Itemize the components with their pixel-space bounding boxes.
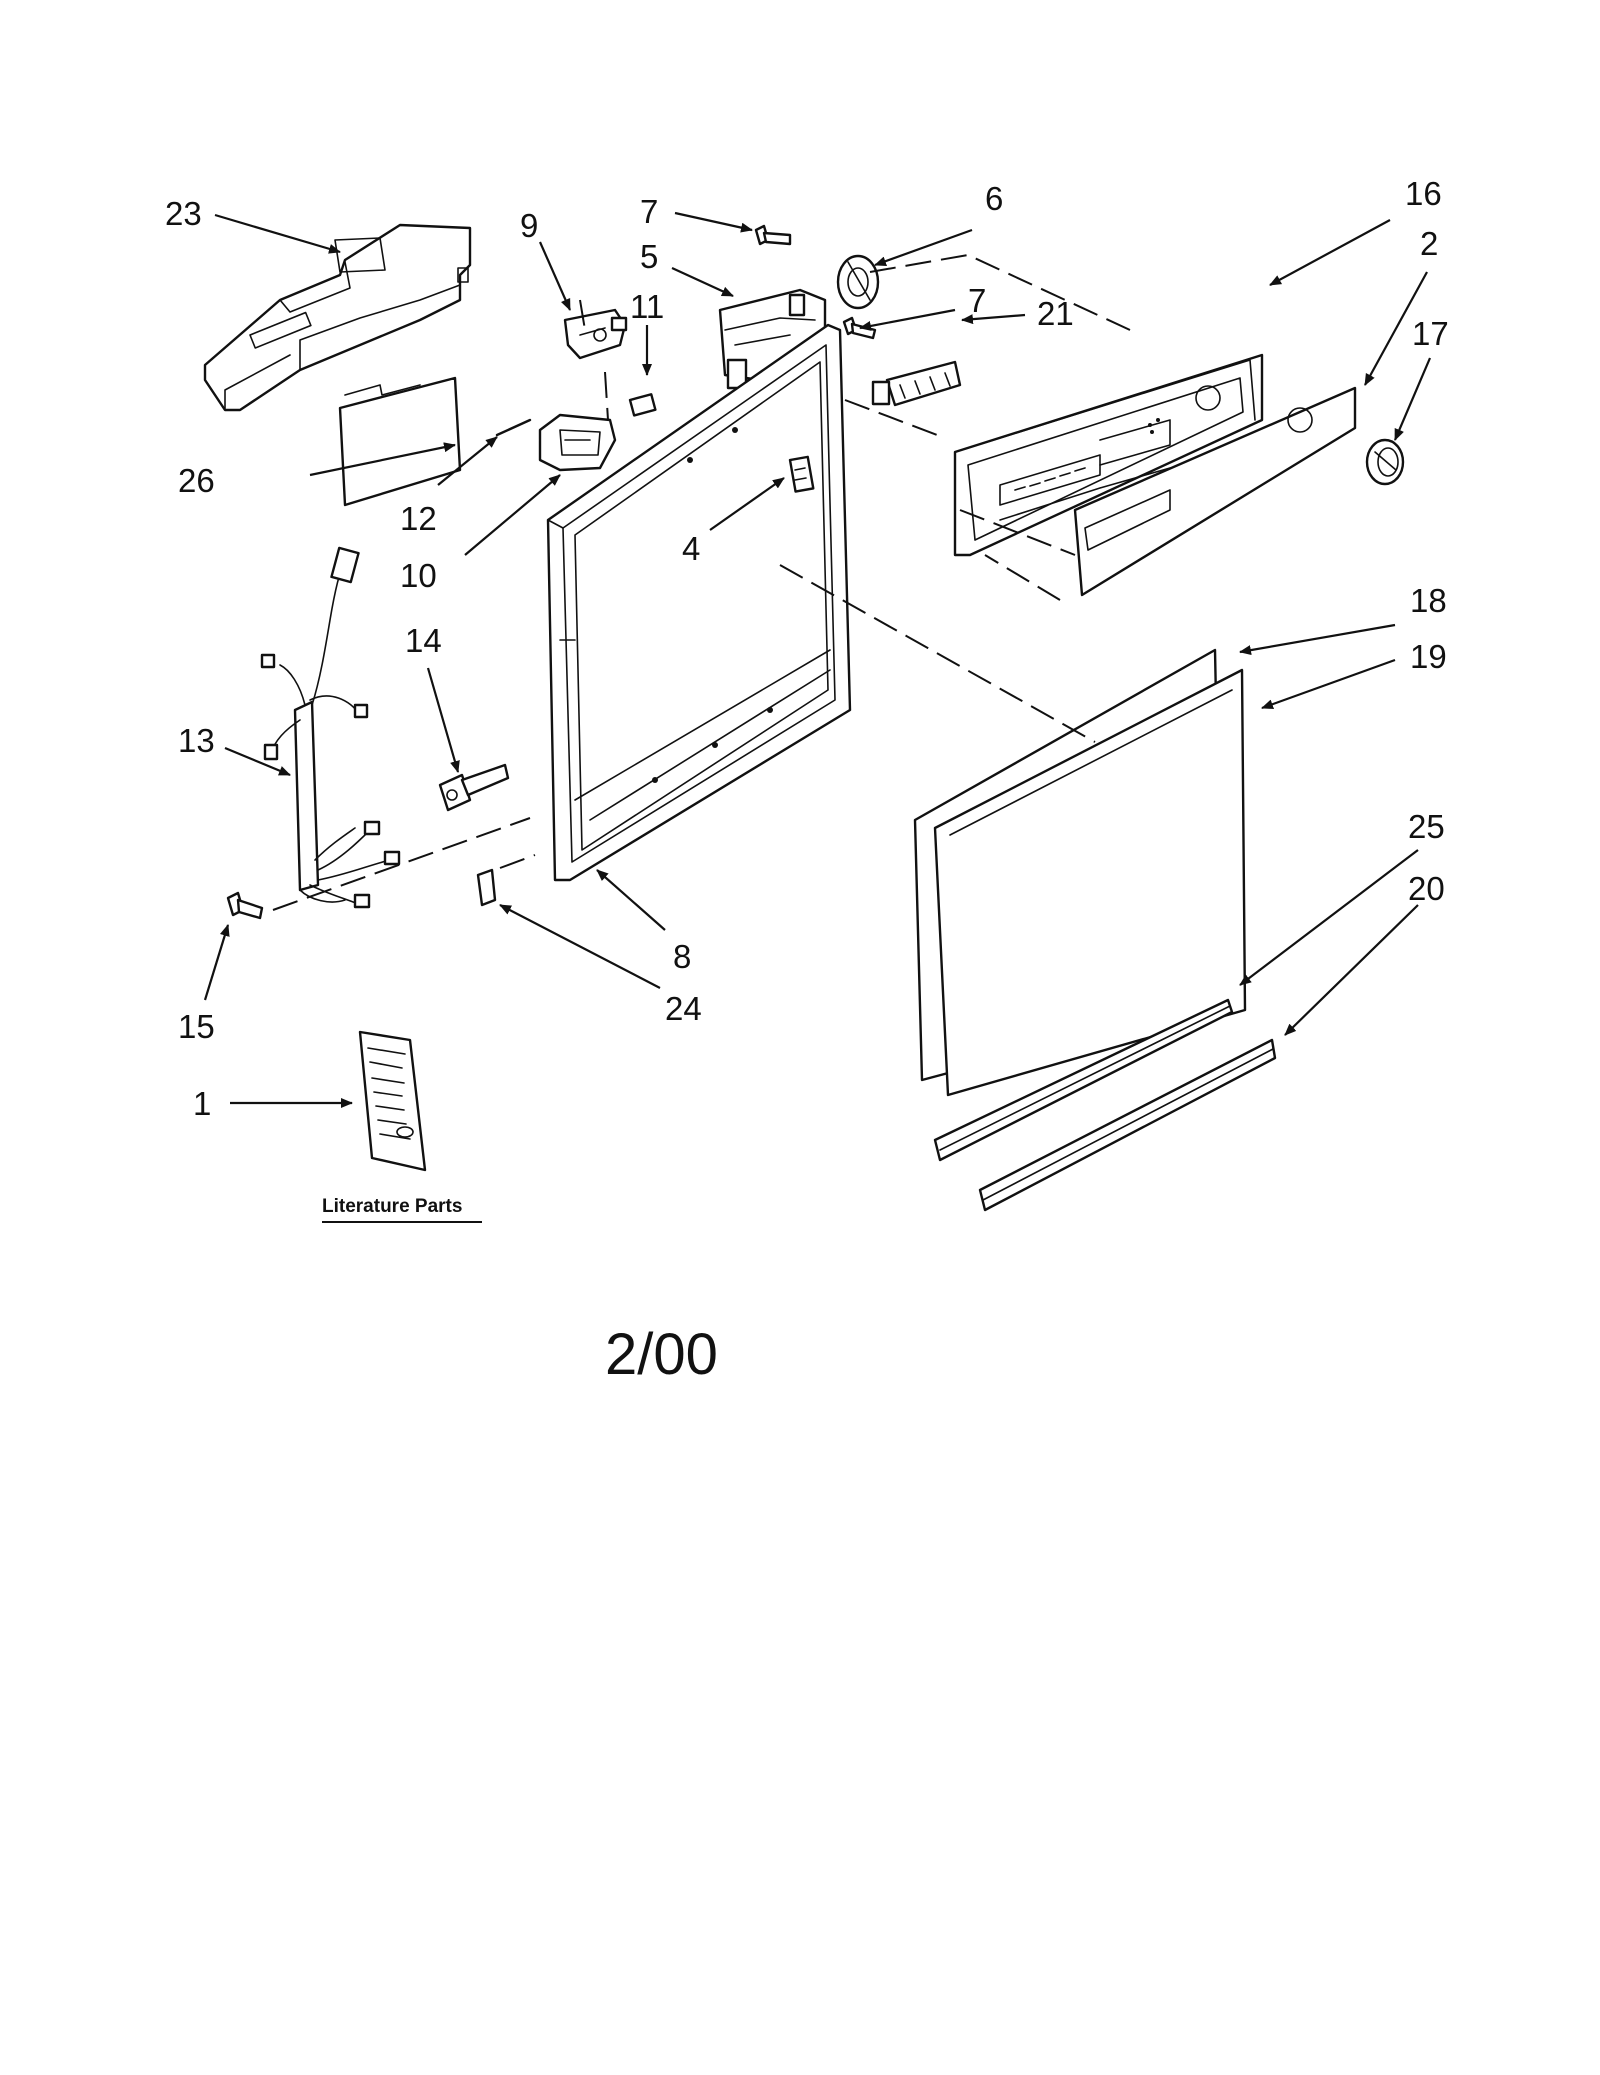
- callout-10: 10: [400, 557, 437, 594]
- callout-14: 14: [405, 622, 442, 659]
- callout-13: 13: [178, 722, 215, 759]
- part-9-latch: [563, 308, 628, 360]
- part-8-door-frame: [546, 323, 852, 882]
- callout-18: 18: [1410, 582, 1447, 619]
- part-24-clip: [476, 868, 497, 907]
- callout-16: 16: [1405, 175, 1442, 212]
- part-17-knob: [1365, 438, 1405, 486]
- callout-20: 20: [1408, 870, 1445, 907]
- callout-9: 9: [520, 207, 538, 244]
- callout-5: 5: [640, 238, 658, 275]
- part-6-dial: [836, 254, 880, 310]
- part-25-trim-strip: [933, 998, 1234, 1162]
- callout-labels: 23 9 7 6 16 5 2 11 7 17 21 26 12 4 10 18…: [165, 175, 1449, 1122]
- part-19-door-panel-front: [933, 668, 1247, 1097]
- part-12-pin: [495, 418, 532, 437]
- callout-6: 6: [985, 180, 1003, 217]
- callout-4: 4: [682, 530, 700, 567]
- part-10-latch-housing: [538, 413, 617, 472]
- part-14-switch: [438, 763, 510, 812]
- callout-25: 25: [1408, 808, 1445, 845]
- literature-parts-label: Literature Parts: [322, 1196, 462, 1217]
- callout-8: 8: [673, 938, 691, 975]
- callout-17: 17: [1412, 315, 1449, 352]
- part-23-console-housing: [203, 223, 472, 412]
- callout-26: 26: [178, 462, 215, 499]
- literature-parts-label-group: Literature Parts: [322, 1196, 482, 1223]
- callout-19: 19: [1410, 638, 1447, 675]
- part-7-screw-lower: [842, 316, 877, 340]
- part-13-wire-harness: [260, 546, 401, 909]
- callout-2: 2: [1420, 225, 1438, 262]
- part-2-overlay: [1073, 386, 1357, 597]
- callout-1: 1: [193, 1085, 211, 1122]
- leader-lines: [203, 211, 1432, 1108]
- date-code: 2/00: [605, 1322, 718, 1387]
- part-20-bottom-trim: [978, 1038, 1277, 1212]
- part-15-screw: [226, 891, 264, 920]
- callout-23: 23: [165, 195, 202, 232]
- part-7-screw-upper: [754, 224, 792, 246]
- alignment-lines: [272, 253, 1131, 911]
- part-1-literature-booklet: [358, 1030, 427, 1172]
- callout-7-lower: 7: [968, 282, 986, 319]
- part-11-plug: [628, 393, 657, 417]
- callout-15: 15: [178, 1008, 215, 1045]
- callout-12: 12: [400, 500, 437, 537]
- callout-7-upper: 7: [640, 193, 658, 230]
- part-21-connector: [871, 360, 962, 407]
- callout-24: 24: [665, 990, 702, 1027]
- part-26-insulation-sheet: [338, 376, 462, 507]
- callout-11: 11: [630, 288, 664, 325]
- part-16-control-panel: [953, 353, 1264, 557]
- callout-21: 21: [1037, 295, 1074, 332]
